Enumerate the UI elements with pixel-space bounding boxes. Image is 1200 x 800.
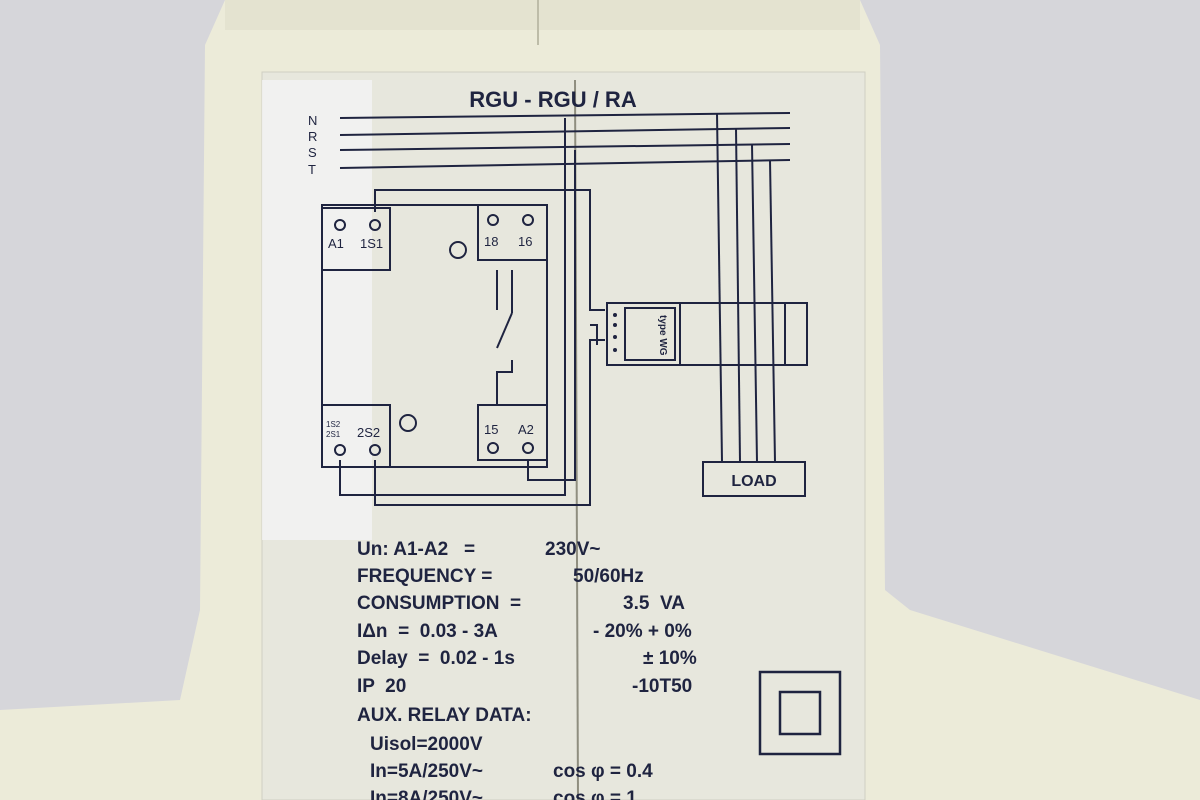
spec-list: Un: A1-A2 = 230V~ FREQUENCY = 50/60Hz CONS… (357, 539, 697, 800)
svg-text:3.5 VA: 3.5 VA (623, 593, 685, 614)
toroid-label: type WG (657, 315, 668, 356)
svg-text:In=8A/250V~: In=8A/250V~ (370, 788, 483, 800)
svg-text:FREQUENCY =: FREQUENCY = (357, 566, 492, 587)
terminal-1s2: 1S2 (326, 420, 341, 429)
glare (262, 80, 372, 540)
svg-text:cos φ = 0.4: cos φ = 0.4 (553, 761, 653, 782)
double-insulation-icon (758, 670, 842, 756)
svg-text:± 10%: ± 10% (643, 648, 697, 669)
terminal-16: 16 (518, 234, 532, 249)
svg-text:-10T50: -10T50 (632, 676, 692, 697)
svg-text:230V~: 230V~ (545, 539, 600, 560)
label-title: RGU - RGU / RA (469, 87, 637, 112)
terminal-15: 15 (484, 422, 498, 437)
terminal-18: 18 (484, 234, 498, 249)
svg-text:CONSUMPTION =: CONSUMPTION = (357, 593, 521, 614)
terminal-a1: A1 (328, 236, 344, 251)
svg-text:T: T (308, 162, 316, 177)
svg-text:Uisol=2000V: Uisol=2000V (370, 734, 483, 755)
terminal-2s1: 2S1 (326, 430, 341, 439)
svg-text:Un: A1-A2 =: Un: A1-A2 = (357, 539, 475, 560)
terminal-1s1: 1S1 (360, 236, 383, 251)
terminal-2s2: 2S2 (357, 425, 380, 440)
svg-text:IP 20: IP 20 (357, 676, 406, 697)
bus-labels: N R S T (308, 113, 317, 177)
svg-text:S: S (308, 145, 317, 160)
toroid-transformer (606, 112, 808, 463)
svg-text:R: R (308, 129, 317, 144)
load-label: LOAD (731, 473, 776, 490)
relay-schematic (321, 118, 605, 506)
svg-text:N: N (308, 113, 317, 128)
svg-text:cos φ = 1: cos φ = 1 (553, 788, 637, 800)
svg-text:Delay = 0.02 - 1s: Delay = 0.02 - 1s (357, 648, 515, 669)
svg-text:In=5A/250V~: In=5A/250V~ (370, 761, 483, 782)
svg-text:IΔn = 0.03 - 3A: IΔn = 0.03 - 3A (357, 621, 498, 642)
svg-text:50/60Hz: 50/60Hz (573, 566, 644, 587)
svg-text:AUX. RELAY DATA:: AUX. RELAY DATA: (357, 705, 532, 726)
housing-top-cap (225, 0, 860, 30)
svg-text:- 20% + 0%: - 20% + 0% (593, 621, 692, 642)
load-box (702, 461, 806, 497)
terminal-a2: A2 (518, 422, 534, 437)
